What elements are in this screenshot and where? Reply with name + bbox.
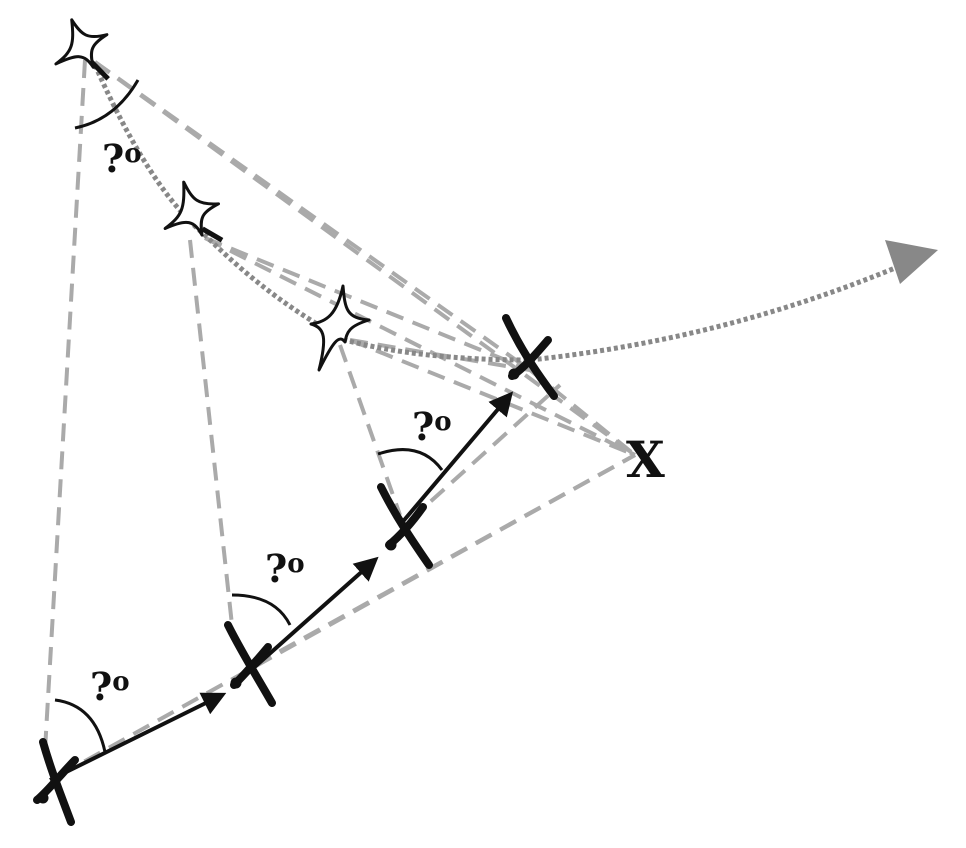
angle-label: ?o: [265, 546, 305, 591]
observer-trajectory: [49, 391, 514, 782]
observer-path-segment: [49, 692, 227, 782]
observer-icon: [224, 621, 276, 707]
bird-path: [92, 63, 896, 363]
angle-arc: [74, 79, 140, 130]
angle-arc: [377, 448, 444, 471]
sight-line: [408, 383, 562, 522]
sight-line: [59, 453, 636, 777]
observer-icon: [33, 738, 79, 826]
sight-line: [338, 344, 402, 516]
bird-icon: [54, 18, 110, 81]
sight-line: [43, 59, 87, 751]
sight-line: [204, 236, 531, 372]
target-point-label: X: [626, 430, 665, 489]
angle-arc: [231, 593, 292, 626]
observer-icon: [377, 483, 433, 569]
angle-arcs: [54, 79, 444, 753]
sight-line: [204, 236, 636, 457]
birds: [54, 18, 371, 372]
sight-line: [254, 453, 636, 667]
bird-trajectory: [92, 63, 938, 363]
bird-icon: [163, 180, 224, 243]
angle-label: ?o: [102, 136, 142, 181]
bird-icon: [309, 284, 371, 372]
angle-label: ?o: [412, 404, 452, 449]
observer-path-segment: [238, 556, 379, 682]
observer-icon: [502, 314, 558, 400]
bird-path-arrowhead: [885, 240, 938, 284]
sight-line: [528, 368, 637, 457]
observers: [33, 314, 558, 826]
angle-label: ?o: [90, 664, 130, 709]
observer-path-segment: [398, 391, 514, 527]
sight-line: [188, 239, 234, 626]
angle-arc: [54, 698, 107, 753]
